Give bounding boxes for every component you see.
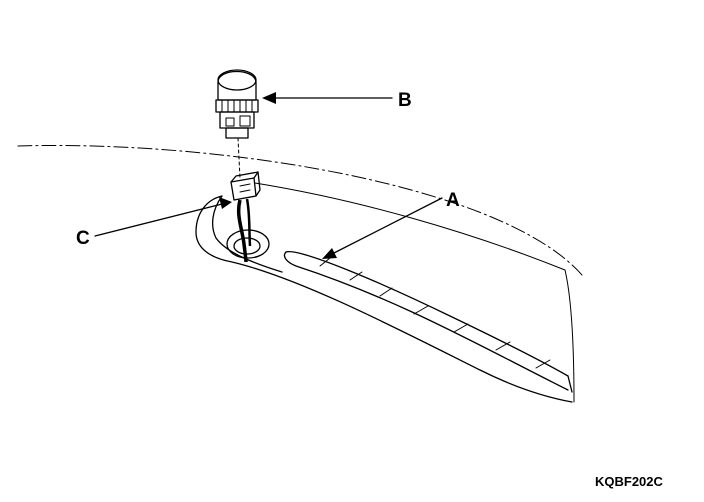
assembly-axis-line [237,137,241,179]
roof-edge-line [17,144,583,276]
trim-inner-edge [254,182,566,271]
callout-label-a: A [446,190,460,211]
part-a-garnish-strip [283,251,573,393]
callout-label-b: B [398,90,412,111]
part-c-connector [230,171,261,263]
callout-label-c: C [76,228,90,249]
figure-id: KQBF202C [595,474,664,489]
lamp-mounting-hole [226,229,270,259]
leader-b [262,92,393,104]
trim-panel [195,195,575,403]
leader-a [322,197,443,259]
part-b-lamp-assembly [215,69,259,139]
wire-harness [236,199,248,263]
leader-c [94,197,232,237]
